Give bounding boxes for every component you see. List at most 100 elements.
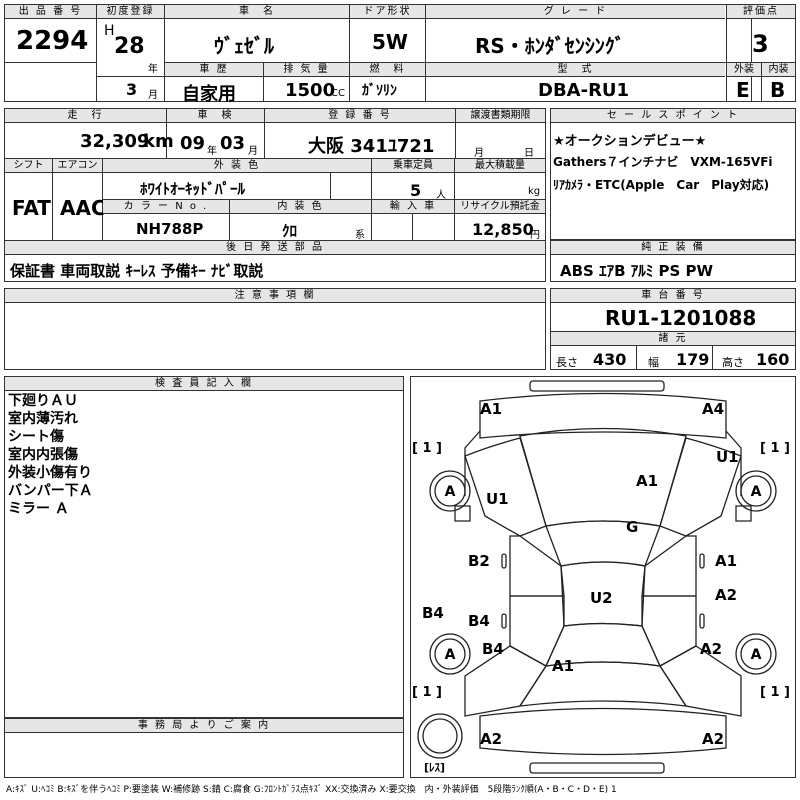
- tire-rear-right: [ 1 ]: [760, 685, 790, 700]
- legend: A:ｷｽﾞ U:ﾍｺﾐ B:ｷｽﾞを伴うﾍｺﾐ P:要塗装 W:補修跡 S:錆 …: [6, 785, 617, 795]
- chassis-box: [550, 288, 796, 370]
- reg-month: 3: [126, 80, 138, 99]
- mark-u1-right: U1: [716, 448, 739, 466]
- car-diagram: A1 A4 U1 U1 A1 G B2 A1 A2 B4 B4 B4 U2 A1…: [412, 380, 790, 774]
- length: 430: [593, 350, 627, 369]
- mark-b4-left-rear-fender: B4: [482, 640, 504, 658]
- int-color: ｸﾛ: [282, 222, 298, 240]
- wheel-rear-right-mark: A: [751, 647, 762, 663]
- lot-number: 2294: [16, 26, 89, 56]
- recycle-fee: 12,850: [472, 220, 534, 239]
- registration-number: 大阪 341ﾕ721: [308, 136, 435, 157]
- spare-tire: [ﾚｽ]: [424, 761, 445, 774]
- int-color-header: 内 装 色: [230, 200, 371, 214]
- car-diagram-box: [410, 376, 796, 778]
- aircon-header: エアコン: [53, 159, 102, 173]
- inspector-note-7: ミラー Ａ: [8, 501, 69, 517]
- mark-a1-trunk: A1: [552, 657, 574, 675]
- inspector-note-4: 室内内張傷: [8, 447, 78, 463]
- shift-header: シフト: [5, 159, 52, 173]
- grade-header: グ レ ー ド: [426, 5, 725, 19]
- width: 179: [676, 350, 710, 369]
- sales-point-header: セ ー ル ス ポ イ ン ト: [551, 109, 795, 123]
- mark-u1-left: U1: [486, 490, 509, 508]
- top-info-table: [4, 4, 752, 102]
- mark-a1-hood: A1: [636, 472, 658, 490]
- people-unit: 人: [436, 190, 446, 201]
- deadline-month-unit: 月: [474, 148, 484, 159]
- mark-b4-left-rear-door: B4: [468, 612, 490, 630]
- door-type-header: ドア形状: [350, 5, 425, 19]
- chassis-number: RU1-1201088: [605, 306, 757, 330]
- reg-no-header: 登 録 番 号: [265, 109, 455, 123]
- dims-header: 諸 元: [551, 332, 795, 346]
- sales-point-2: Gathers７インチナビ VXM-165VFi: [553, 155, 773, 169]
- insp-month: 03: [220, 133, 246, 154]
- km-unit: km: [143, 131, 174, 152]
- wheel-front-left-mark: A: [445, 484, 456, 500]
- cc-unit: CC: [331, 88, 345, 99]
- displacement: 1500: [285, 80, 336, 101]
- mileage-header: 走 行: [5, 109, 166, 123]
- wheel-front-right-mark: A: [751, 484, 762, 500]
- score: 3: [752, 30, 769, 58]
- deadline-day: 日: [524, 148, 534, 159]
- inspection-header: 車 検: [167, 109, 264, 123]
- history-header: 車 歴: [165, 63, 263, 77]
- car-name-header: 車 名: [165, 5, 349, 19]
- chassis-no-header: 車 台 番 号: [551, 289, 795, 303]
- lot-no-header: 出 品 番 号: [5, 5, 96, 19]
- ext-color-header: 外 装 色: [103, 159, 371, 173]
- interior-header: 内装: [762, 63, 795, 77]
- tire-front-right: [ 1 ]: [760, 441, 790, 456]
- model-code-header: 型 式: [426, 63, 725, 77]
- month-unit: 月: [148, 90, 158, 101]
- tire-rear-left: [ 1 ]: [412, 685, 442, 700]
- width-label: 幅: [648, 356, 659, 369]
- mileage: 32,309: [80, 131, 150, 152]
- length-label: 長さ: [556, 356, 578, 369]
- mark-a1-right-door: A1: [715, 552, 737, 570]
- ext-color: ﾎﾜｲﾄｵｰｷｯﾄﾞﾊﾟｰﾙ: [140, 180, 246, 198]
- later-parts: 保証書 車両取説 ｷｰﾚｽ 予備ｷｰ ﾅﾋﾞ取説: [10, 262, 264, 280]
- fuel: ｶﾞｿﾘﾝ: [362, 83, 397, 99]
- mark-a2-rear-bumper-right: A2: [702, 730, 724, 748]
- recycle-header: リサイクル預託金: [455, 200, 545, 214]
- later-parts-header: 後 日 発 送 部 品: [5, 241, 545, 255]
- inspector-note-5: 外装小傷有り: [8, 465, 92, 481]
- sales-point-box: [550, 108, 796, 240]
- capacity: 5: [410, 181, 422, 200]
- import-header: 輸 入 車: [372, 200, 454, 214]
- inspector-note-2: 室内薄汚れ: [8, 411, 78, 427]
- year-unit: 年: [148, 64, 158, 75]
- insp-year: 09: [180, 133, 206, 154]
- car-name: ｳﾞｪｾﾞﾙ: [214, 34, 274, 58]
- era: H: [104, 23, 115, 39]
- model-code: DBA-RU1: [538, 80, 630, 101]
- mark-a2-right-rear-door: A2: [715, 586, 737, 604]
- inspector-note-1: 下廻りＡＵ: [8, 393, 78, 409]
- color-no-header: カ ラ ー N o .: [103, 200, 229, 214]
- wheel-rear-left-mark: A: [445, 647, 456, 663]
- kei-unit: 系: [355, 230, 365, 241]
- mid-info-table: [4, 108, 546, 282]
- sales-point-3: ﾘｱｶﾒﾗ・ETC(Apple Car Play対応): [553, 178, 770, 192]
- mark-b2-left-door: B2: [468, 552, 490, 570]
- mark-a2-rear-bumper-left: A2: [480, 730, 502, 748]
- genuine-equip: ABS ｴｱB ｱﾙﾐ PS PW: [560, 262, 714, 280]
- office-box: [4, 718, 404, 778]
- exterior-grade: E: [736, 78, 750, 102]
- inspector-note-6: バンパー下Ａ: [8, 483, 93, 499]
- grade: RS・ﾎﾝﾀﾞｾﾝｼﾝｸﾞ: [475, 34, 625, 58]
- mark-u2-roof: U2: [590, 589, 613, 607]
- interior-grade: B: [770, 78, 786, 102]
- mark-a4-front-right: A4: [702, 400, 724, 418]
- exterior-header: 外装: [727, 63, 761, 77]
- fuel-header: 燃 料: [350, 63, 425, 77]
- transfer-deadline-header: 譲渡書類期限: [456, 109, 545, 123]
- tire-front-left: [ 1 ]: [412, 441, 442, 456]
- mark-a1-front-left: A1: [480, 400, 502, 418]
- insp-month-unit: 月: [248, 146, 258, 157]
- notes-header: 注 意 事 項 欄: [5, 289, 545, 303]
- shift: FAT: [12, 196, 51, 220]
